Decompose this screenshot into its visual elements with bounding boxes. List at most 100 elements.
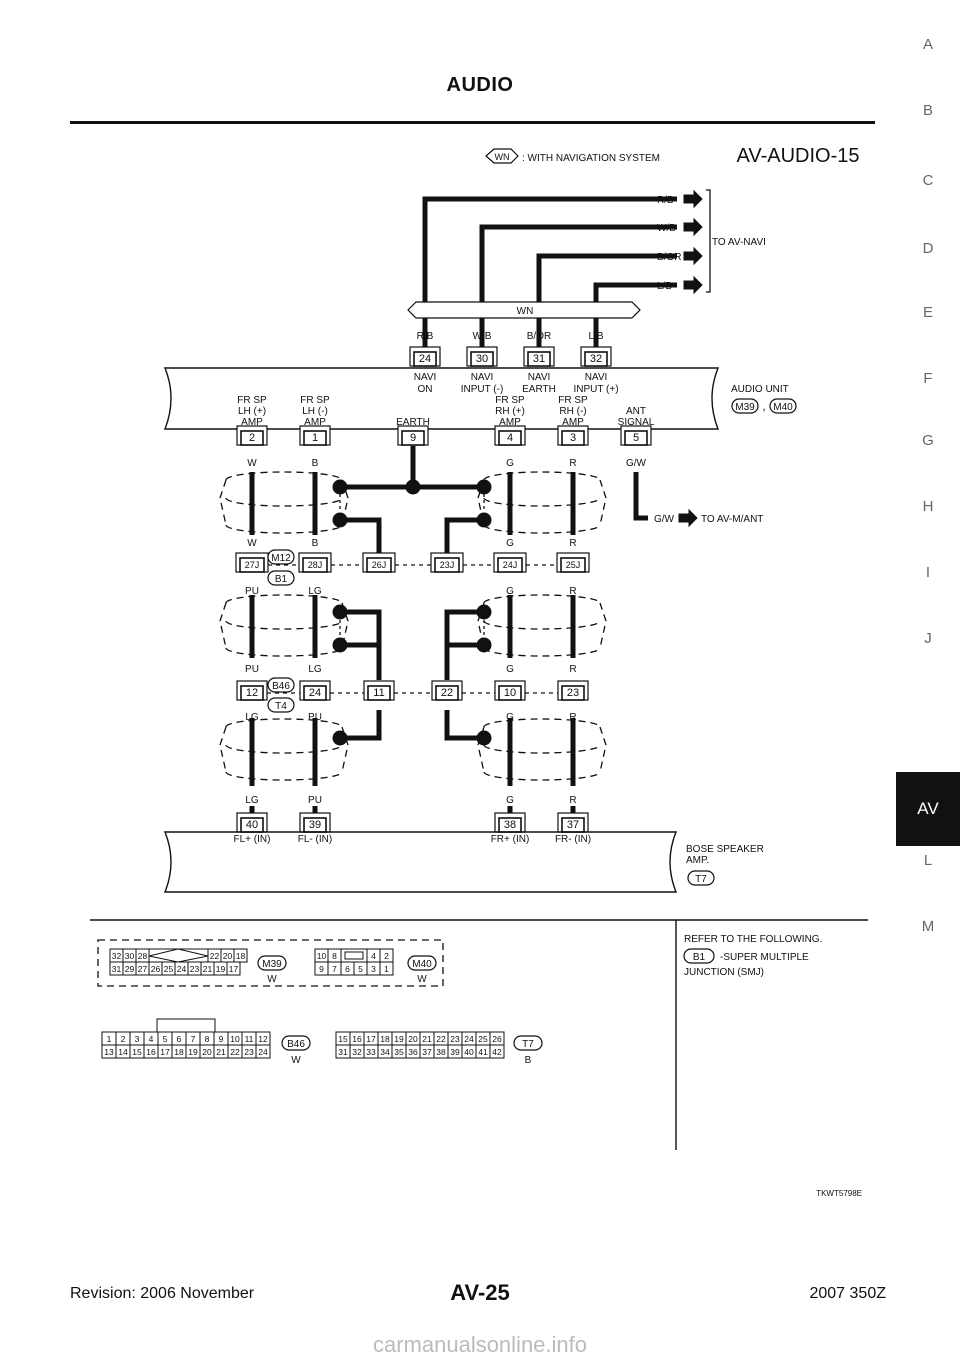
m40-key-mark — [344, 951, 364, 960]
shield-left-2 — [225, 647, 343, 657]
section-tab-h[interactable]: H — [922, 498, 934, 515]
smj-conn-bot — [267, 570, 295, 586]
section-tab-av[interactable]: AV — [896, 772, 960, 846]
smj-conn-bot-label: B1 — [275, 574, 288, 585]
b46-wire-below: R — [569, 712, 576, 723]
bottom-pin-wire: G — [506, 458, 514, 469]
top-pin-label: NAVI — [528, 372, 551, 383]
m40-pin: 7 — [332, 964, 337, 974]
section-tab-b[interactable]: B — [922, 102, 933, 119]
refer-line3: JUNCTION (SMJ) — [684, 967, 764, 978]
t7-color: B — [525, 1055, 532, 1066]
t7-pin: 35 — [394, 1047, 404, 1057]
audio-bottom-pin-2 — [240, 430, 264, 446]
b46-pin: 11 — [245, 1034, 254, 1044]
splice-dot — [332, 637, 348, 653]
m39-pin: 32 — [112, 951, 122, 961]
connector-group-frame — [97, 939, 444, 987]
splice-dot — [332, 479, 348, 495]
audio-unit-name: AUDIO UNIT — [731, 384, 789, 395]
b46-pin: 19 — [188, 1047, 198, 1057]
shield-right-3 — [483, 771, 601, 781]
bottom-pin-label: LH (-) — [302, 406, 328, 417]
b46-wire-above: PU — [245, 664, 259, 675]
shield-left-3 — [225, 718, 343, 728]
footer-model: 2007 350Z — [809, 1285, 886, 1302]
b46-wire-above: G — [506, 664, 514, 675]
section-tab-f[interactable]: F — [923, 370, 933, 387]
b46-pin: 10 — [230, 1034, 240, 1044]
smj-conn-top — [267, 549, 295, 565]
b46-pin: 13 — [104, 1047, 114, 1057]
diagram-code: AV-AUDIO-15 — [737, 145, 860, 167]
shield-right-1 — [599, 479, 607, 526]
navi-arrow-0 — [683, 189, 703, 209]
b46-wire-below: PU — [308, 712, 322, 723]
b46-cell — [255, 1044, 271, 1059]
b46-pin: 18 — [174, 1047, 184, 1057]
section-tab-i[interactable]: I — [925, 564, 931, 581]
legend-tag: WN — [495, 152, 510, 162]
audio-top-pin-31-number: 31 — [533, 353, 545, 365]
drain-wire — [444, 609, 484, 680]
watermark: carmanualsonline.info — [372, 1332, 588, 1357]
smj-pin-24J-number: 24J — [503, 560, 518, 570]
m39-pin: 18 — [236, 951, 246, 961]
b46-pin: 3 — [135, 1034, 140, 1044]
t7-pin: 20 — [408, 1034, 418, 1044]
bottom-pin-label: RH (-) — [559, 406, 586, 417]
shield-left-3 — [219, 726, 227, 773]
bose-pin-37-number: 37 — [567, 819, 579, 831]
drain-wire — [340, 609, 382, 680]
bottom-pin-label: AMP — [499, 417, 521, 428]
audio-conn-sep: , — [762, 399, 765, 413]
section-tab-g[interactable]: G — [922, 432, 934, 449]
section-tab-j[interactable]: J — [924, 630, 932, 647]
section-tab-c[interactable]: C — [922, 172, 934, 189]
section-tab-a[interactable]: A — [922, 36, 933, 53]
b46-conn-top — [267, 677, 295, 693]
b46-color: W — [291, 1055, 301, 1066]
splice-dot — [332, 604, 348, 620]
b46-pin: 17 — [160, 1047, 170, 1057]
m39-pin: 22 — [210, 951, 220, 961]
section-tab-m[interactable]: M — [921, 918, 935, 935]
bose-name: AMP. — [686, 855, 709, 866]
shield-left-3 — [225, 744, 343, 754]
top-pin-wire: L/B — [588, 331, 603, 342]
b46-pin: 4 — [149, 1034, 154, 1044]
navi-wire-2 — [536, 253, 677, 330]
smj-pin-27J — [239, 557, 265, 573]
b46-pin-12-number: 12 — [246, 687, 258, 699]
b46-pin-11-number: 11 — [373, 687, 384, 699]
top-pin-wire: B/OR — [527, 331, 551, 342]
section-tab-d[interactable]: D — [922, 240, 934, 257]
b46-pin: 8 — [205, 1034, 210, 1044]
smj-pin-25J-number: 25J — [566, 560, 581, 570]
smj-pin-27J-number: 27J — [245, 560, 260, 570]
shield-left-2 — [341, 602, 349, 649]
t7-pin: 42 — [492, 1047, 502, 1057]
m40-pin: 10 — [317, 951, 327, 961]
page-title: AUDIO — [446, 74, 514, 96]
t7-pin: 38 — [436, 1047, 446, 1057]
shield-right-2 — [483, 594, 601, 604]
audio-conn-m39 — [731, 398, 759, 414]
section-tab-l[interactable]: L — [923, 852, 933, 869]
t7-name-label: T7 — [522, 1039, 534, 1050]
bottom-pin-label: AMP — [562, 417, 584, 428]
m39-pin: 27 — [138, 964, 148, 974]
navi-wire-0 — [422, 196, 677, 330]
m39-key — [148, 948, 209, 963]
shield-left-1 — [219, 479, 227, 526]
b46-pin-24-number: 24 — [309, 687, 321, 699]
shield-left-1 — [225, 471, 343, 481]
section-tab-e[interactable]: E — [922, 304, 933, 321]
audio-bottom-pin-3 — [561, 430, 585, 446]
audio-top-pin-30 — [470, 351, 494, 367]
ant-arrow — [678, 508, 698, 528]
splice-dot — [476, 512, 492, 528]
smj-wire-above: W — [247, 538, 257, 549]
drain-wire — [444, 710, 484, 741]
bose-conn-label: T7 — [695, 874, 707, 885]
